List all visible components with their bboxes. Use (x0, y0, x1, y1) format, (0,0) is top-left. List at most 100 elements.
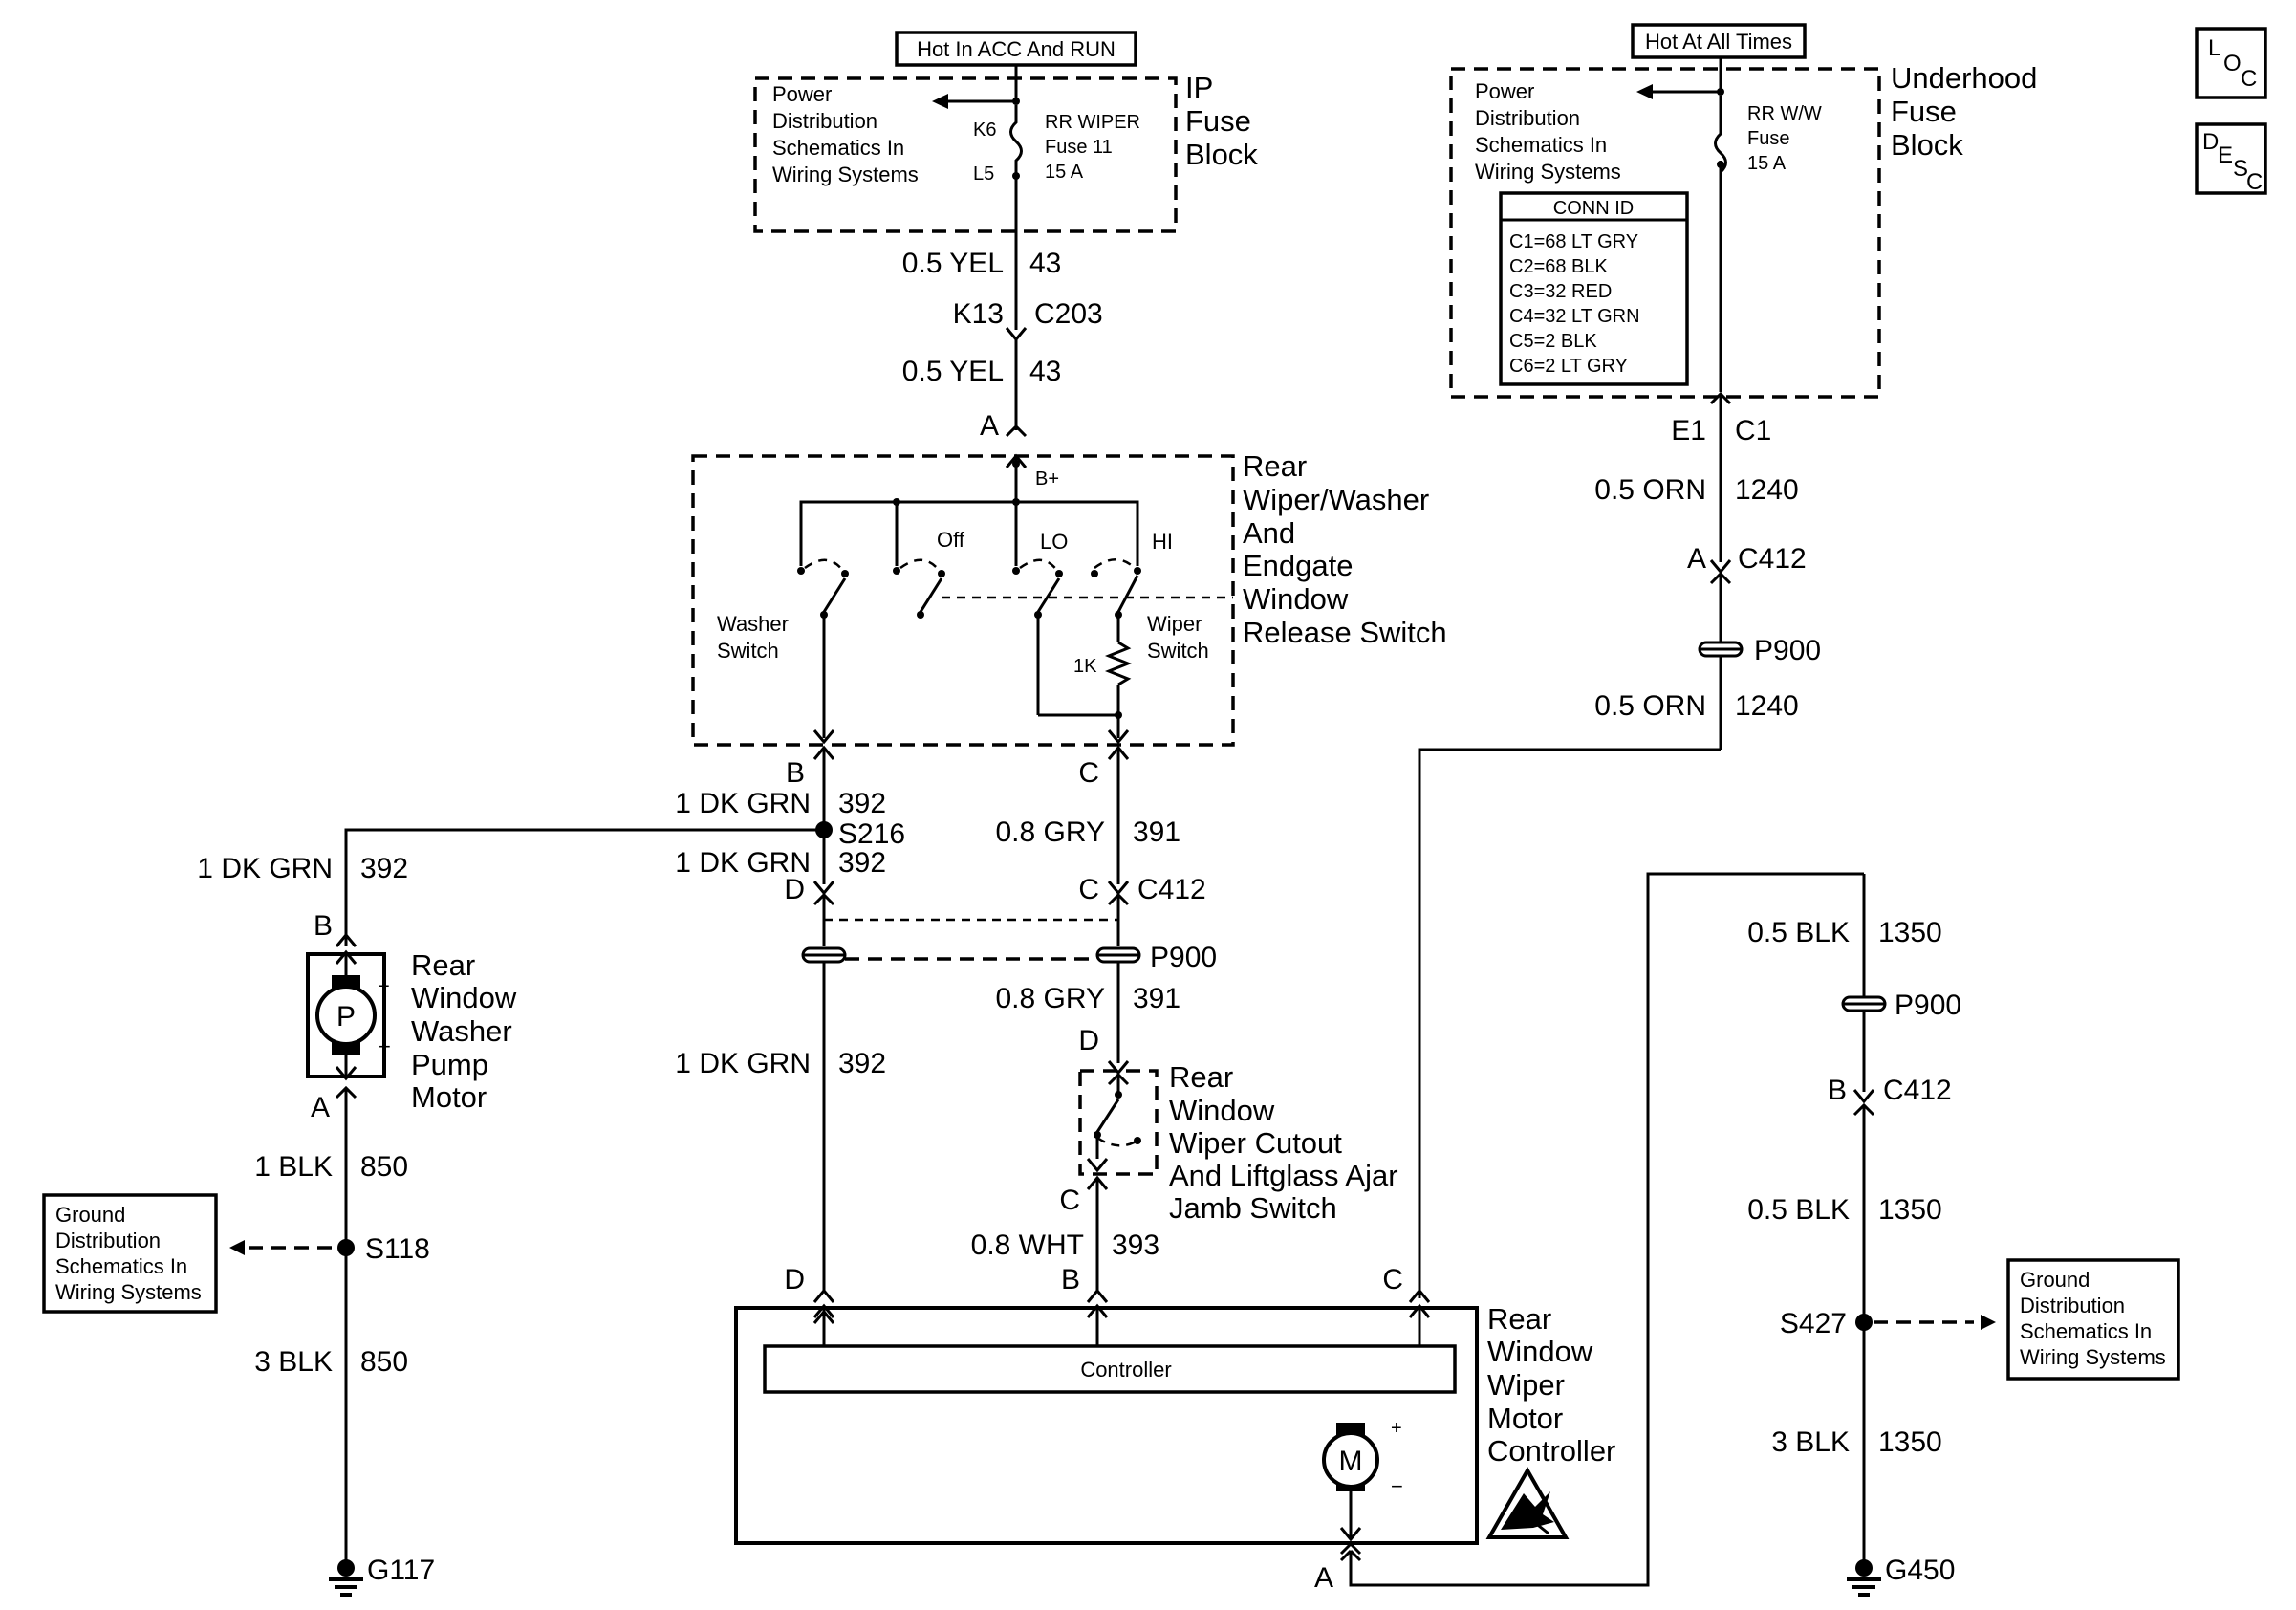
s216-label: S216 (838, 818, 905, 850)
svg-text:1K: 1K (1073, 656, 1097, 677)
svg-text:−: − (379, 1034, 391, 1058)
wire-label-blk-1350-c: 3 BLK 1350 (1771, 1426, 1941, 1458)
svg-text:Rear: Rear (411, 948, 475, 982)
svg-text:0.5 ORN: 0.5 ORN (1594, 690, 1706, 722)
svg-text:Window: Window (411, 981, 517, 1014)
svg-text:Fuse: Fuse (1747, 128, 1789, 149)
svg-text:Schematics In: Schematics In (1475, 133, 1607, 157)
svg-text:C6=2 LT GRY: C6=2 LT GRY (1509, 356, 1628, 377)
fuse-rr-wiper-icon (1009, 105, 1023, 176)
jamb-pin-c: C (1059, 1185, 1080, 1216)
esd-sensitive-icon (1485, 1466, 1570, 1539)
svg-text:RR W/W: RR W/W (1747, 103, 1822, 124)
svg-text:M: M (1339, 1446, 1363, 1477)
svg-text:And: And (1243, 516, 1295, 550)
controller-pin-c: C (1382, 1264, 1403, 1295)
svg-text:+: + (1391, 1418, 1402, 1439)
fuse-rr-ww-icon (1714, 96, 1727, 176)
power-distribution-ref-left[interactable]: Power Distribution Schematics In Wiring … (772, 82, 919, 186)
rear-window-wiper-motor-controller: Controller Rear Window Wiper Motor Contr… (734, 1302, 1615, 1545)
svg-text:Rear: Rear (1487, 1302, 1551, 1336)
svg-text:1350: 1350 (1878, 1426, 1942, 1458)
svg-text:C412: C412 (1738, 543, 1807, 575)
jamb-pin-d: D (1078, 1025, 1099, 1056)
svg-text:IP: IP (1185, 71, 1213, 104)
svg-text:Window: Window (1169, 1094, 1275, 1127)
controller-pin-d: D (784, 1264, 805, 1295)
svg-text:Ground: Ground (2020, 1268, 2090, 1292)
svg-text:C: C (1078, 874, 1099, 905)
svg-text:Off: Off (937, 528, 965, 552)
svg-text:Rear: Rear (1243, 449, 1307, 483)
rear-window-washer-pump-motor: P + − Rear Window Washer Pump Motor (306, 948, 517, 1114)
svg-text:CONN ID: CONN ID (1553, 198, 1634, 219)
svg-text:−: − (1391, 1474, 1403, 1498)
ip-fuse-block: IP Fuse Block Power Distribution Schemat… (753, 71, 1258, 233)
p900-connector-right-icon (1841, 995, 1887, 1012)
svg-text:Motor: Motor (411, 1080, 487, 1114)
svg-text:391: 391 (1133, 816, 1180, 848)
svg-text:C: C (2241, 66, 2257, 92)
svg-text:0.8 GRY: 0.8 GRY (995, 983, 1105, 1014)
svg-text:Switch: Switch (1147, 639, 1209, 663)
ground-distribution-ref-right[interactable]: Ground Distribution Schematics In Wiring… (2006, 1258, 2180, 1381)
svg-text:Wiring Systems: Wiring Systems (772, 163, 919, 186)
wire-label-dkgrn-392-mid: 1 DK GRN 392 (675, 847, 886, 879)
p900-connector-top-icon (1698, 641, 1744, 658)
svg-text:Ground: Ground (55, 1203, 125, 1227)
wire-label-blk-1350-a: 0.5 BLK 1350 (1747, 917, 1942, 948)
svg-text:Block: Block (1891, 128, 1963, 162)
svg-text:Pump: Pump (411, 1048, 488, 1081)
svg-text:B: B (1828, 1075, 1847, 1106)
svg-text:3 BLK: 3 BLK (1771, 1426, 1850, 1458)
ground-g450-icon (1847, 1559, 1881, 1597)
wire-label-gry-391-top: 0.8 GRY 391 (995, 816, 1180, 848)
svg-text:43: 43 (1029, 356, 1061, 387)
connector-c412-b: B C412 (1828, 1075, 1952, 1106)
svg-text:C5=2 BLK: C5=2 BLK (1509, 331, 1597, 352)
svg-text:0.5 YEL: 0.5 YEL (902, 248, 1004, 279)
hot-acc-run-label: Hot In ACC And RUN (895, 31, 1137, 67)
svg-text:392: 392 (838, 1048, 886, 1079)
wire-label-wht-393: 0.8 WHT 393 (971, 1229, 1159, 1261)
wire-label-blk-1350-b: 0.5 BLK 1350 (1747, 1194, 1942, 1226)
svg-text:Distribution: Distribution (772, 109, 877, 133)
conn-id-table: CONN ID C1=68 LT GRY C2=68 BLK C3=32 RED… (1499, 191, 1689, 386)
pin-c-switch: C (1078, 757, 1099, 789)
ground-distribution-ref-left[interactable]: Ground Distribution Schematics In Wiring… (42, 1193, 218, 1314)
svg-text:15 A: 15 A (1045, 162, 1084, 183)
svg-text:Wiring Systems: Wiring Systems (55, 1280, 202, 1304)
connector-c412-a: A C412 (1687, 543, 1807, 575)
loc-icon[interactable]: L O C (2195, 27, 2267, 99)
svg-text:Distribution: Distribution (2020, 1294, 2125, 1317)
svg-text:Jamb Switch: Jamb Switch (1169, 1191, 1337, 1225)
wire-label-gry-391-mid: 0.8 GRY 391 (995, 983, 1180, 1014)
svg-text:Switch: Switch (717, 639, 779, 663)
svg-text:392: 392 (838, 847, 886, 879)
svg-text:1 DK GRN: 1 DK GRN (675, 788, 811, 819)
svg-text:Wiper/Washer: Wiper/Washer (1243, 483, 1429, 516)
svg-text:K6: K6 (973, 120, 996, 141)
desc-icon[interactable]: D E S C (2195, 122, 2267, 195)
svg-text:850: 850 (360, 1346, 408, 1378)
svg-text:1 BLK: 1 BLK (254, 1151, 333, 1183)
p900-label-top: P900 (1754, 635, 1821, 666)
power-distribution-ref-right[interactable]: Power Distribution Schematics In Wiring … (1475, 79, 1621, 184)
svg-text:LO: LO (1040, 530, 1068, 554)
jamb-switch-blade (1095, 1099, 1120, 1133)
svg-text:+: + (379, 976, 390, 997)
svg-text:1350: 1350 (1878, 917, 1942, 948)
svg-text:C1=68 LT GRY: C1=68 LT GRY (1509, 231, 1638, 252)
svg-text:Endgate: Endgate (1243, 549, 1354, 582)
svg-text:C: C (2246, 169, 2263, 195)
svg-text:0.5 YEL: 0.5 YEL (902, 356, 1004, 387)
svg-text:Hot In ACC And RUN: Hot In ACC And RUN (917, 37, 1116, 61)
svg-text:C2=68 BLK: C2=68 BLK (1509, 256, 1609, 277)
svg-text:Block: Block (1185, 138, 1258, 171)
wire-label-dkgrn-392-left: 1 DK GRN 392 (197, 853, 408, 884)
svg-text:A: A (1687, 543, 1706, 575)
g450-label: G450 (1885, 1555, 1955, 1586)
svg-text:Distribution: Distribution (1475, 106, 1580, 130)
svg-text:Hot At All Times: Hot At All Times (1645, 30, 1792, 54)
svg-text:1350: 1350 (1878, 1194, 1942, 1226)
